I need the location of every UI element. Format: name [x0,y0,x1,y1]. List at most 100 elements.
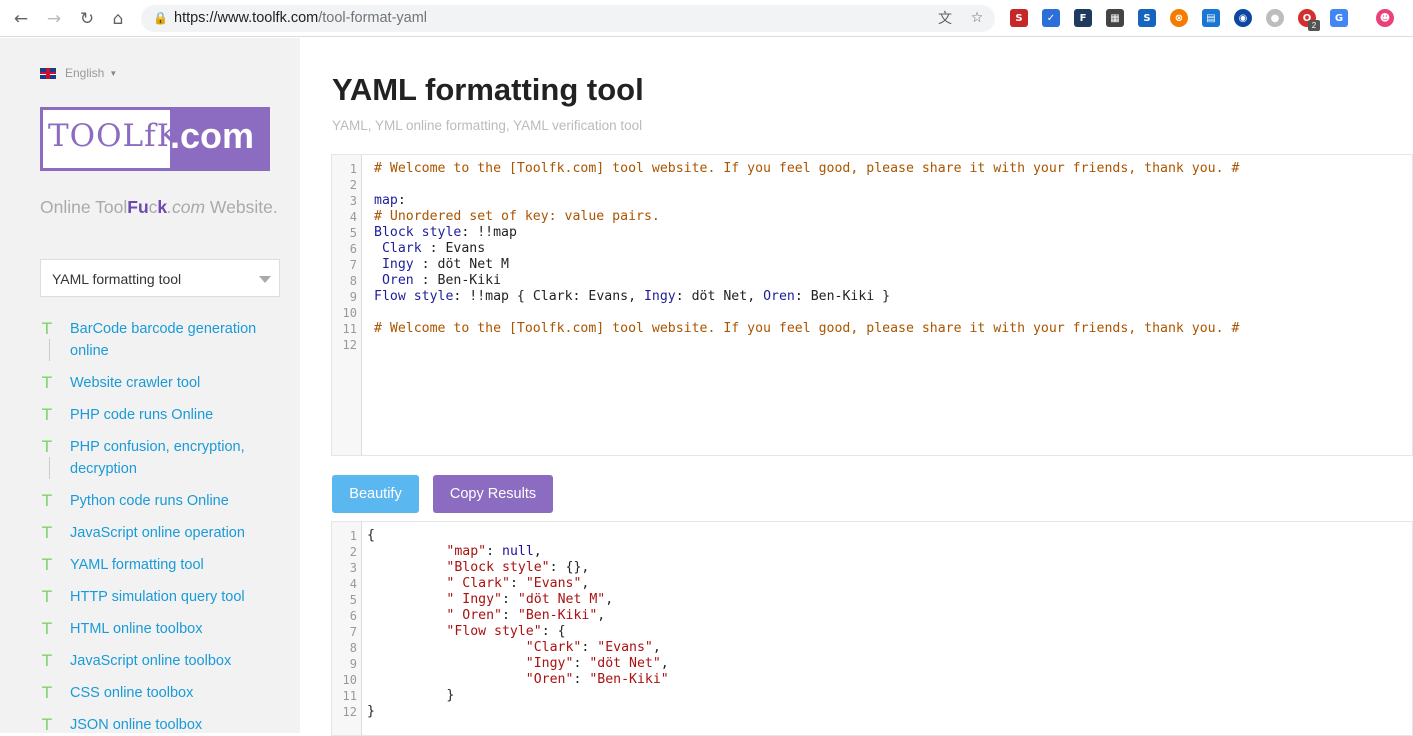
extension-f-icon[interactable]: F [1074,9,1092,27]
tagline-part: k [157,197,168,217]
reload-icon[interactable]: ↻ [79,9,95,29]
code-text: "Block style": {}, [446,560,590,575]
sidebar-tool-link[interactable]: T HTTP simulation query tool [40,586,290,608]
tool-t-icon: T [42,619,52,638]
json-output-editor[interactable]: 1{2 "map": null,3 "Block style": {},4 " … [331,521,1413,736]
code-text: # Welcome to the [Toolfk.com] tool websi… [374,321,1240,336]
sidebar-tool-label: PHP code runs Online [70,407,214,423]
sidebar-tool-label: BarCode barcode generation online [70,321,257,359]
home-icon[interactable]: ⌂ [112,9,124,29]
address-bar[interactable]: 🔒 https://www.toolfk.com/tool-format-yam… [141,5,995,32]
tool-t-icon: T [42,491,52,510]
code-text: "Oren": "Ben-Kiki" [525,672,669,687]
line-number-gutter [332,522,362,735]
line-number: 4 [349,577,357,591]
extension-grey-icon[interactable]: ● [1266,9,1284,27]
code-text: # Unordered set of key: value pairs. [374,209,660,224]
code-line: 2 [332,177,1412,193]
line-number: 5 [349,593,357,607]
copy-results-button[interactable]: Copy Results [433,475,553,513]
back-arrow-icon[interactable]: ← [13,9,29,29]
tree-connector [49,339,50,361]
line-number: 9 [349,290,357,304]
extension-translate-icon[interactable]: G [1330,9,1348,27]
code-line: 6 Clark : Evans [332,241,1412,257]
extension-orange-icon[interactable]: ⊗ [1170,9,1188,27]
site-logo[interactable]: TOOLfK .com [40,107,270,171]
lock-icon: 🔒 [153,11,168,25]
yaml-code[interactable]: 1# Welcome to the [Toolfk.com] tool webs… [332,161,1412,353]
yaml-input-editor[interactable]: 1# Welcome to the [Toolfk.com] tool webs… [331,154,1413,456]
sidebar-tool-link[interactable]: T BarCode barcode generation online [40,318,290,362]
logo-panel: TOOLfK [43,110,180,168]
language-switcher[interactable]: English ▼ [40,66,117,80]
sidebar-tool-label: HTML online toolbox [70,621,203,637]
beautify-button[interactable]: Beautify [332,475,419,513]
line-number: 12 [342,705,357,719]
line-number: 9 [349,657,357,671]
extension-s-blue-icon[interactable]: S [1138,9,1156,27]
translate-icon[interactable]: 文 [938,11,952,27]
extension-s-icon[interactable]: S [1010,9,1028,27]
extension-chart-icon[interactable]: ✓ [1042,9,1060,27]
tool-t-icon: T [42,523,52,542]
main-content: YAML formatting tool YAML, YML online fo… [300,38,1413,736]
profile-avatar-icon[interactable]: ☻ [1376,9,1394,27]
code-text: # Welcome to the [Toolfk.com] tool websi… [374,161,1240,176]
sidebar: English ▼ TOOLfK .com Online ToolFuck.co… [0,38,300,733]
line-number: 12 [342,338,357,352]
code-text: " Clark": "Evans", [446,576,590,591]
tool-t-icon: T [42,319,52,338]
json-code[interactable]: 1{2 "map": null,3 "Block style": {},4 " … [332,528,1412,720]
url-text[interactable]: https://www.toolfk.com/tool-format-yaml [174,10,427,26]
code-line: 9 "Ingy": "döt Net", [332,656,1412,672]
sidebar-tool-label: HTTP simulation query tool [70,589,245,605]
tool-select[interactable]: YAML formatting tool [40,259,280,297]
tree-connector [49,457,50,479]
caret-down-icon: ▼ [109,68,118,78]
logo-text-tool: TOOLfK [48,118,181,154]
code-line: 8 Oren : Ben-Kiki [332,273,1412,289]
line-number: 3 [349,194,357,208]
code-line: 1# Welcome to the [Toolfk.com] tool webs… [332,161,1412,177]
tagline-part: Fu [127,197,149,217]
sidebar-tool-link[interactable]: T Python code runs Online [40,490,290,512]
line-number: 8 [349,641,357,655]
tool-t-icon: T [42,587,52,606]
extension-qr-icon[interactable]: ▦ [1106,9,1124,27]
extension-doc-icon[interactable]: ▤ [1202,9,1220,27]
tool-t-icon: T [42,405,52,424]
extension-shield-icon[interactable]: ◉ [1234,9,1252,27]
language-label: English [65,66,105,80]
forward-arrow-icon[interactable]: → [46,9,62,29]
bookmark-star-icon[interactable]: ☆ [970,10,984,26]
tagline-part: Website. [205,197,278,217]
sidebar-tool-label: JavaScript online operation [70,525,245,541]
code-text: "Flow style": { [446,624,566,639]
line-number: 8 [349,274,357,288]
code-text: Oren : Ben-Kiki [374,273,502,288]
line-number: 7 [349,258,357,272]
sidebar-tool-label: Python code runs Online [70,493,229,509]
code-text: Ingy : döt Net M [374,257,509,272]
code-line: 12 [332,337,1412,353]
line-number: 1 [349,529,357,543]
line-number: 4 [349,210,357,224]
tool-select-value: YAML formatting tool [52,271,182,287]
sidebar-tool-label: Website crawler tool [70,375,201,391]
line-number: 3 [349,561,357,575]
sidebar-tool-link[interactable]: T HTML online toolbox [40,618,290,640]
code-line: 7 "Flow style": { [332,624,1412,640]
sidebar-tool-link[interactable]: T PHP code runs Online [40,404,290,426]
sidebar-tool-link[interactable]: T JavaScript online operation [40,522,290,544]
code-text: map: [374,193,406,208]
tagline-part: c [148,197,158,217]
